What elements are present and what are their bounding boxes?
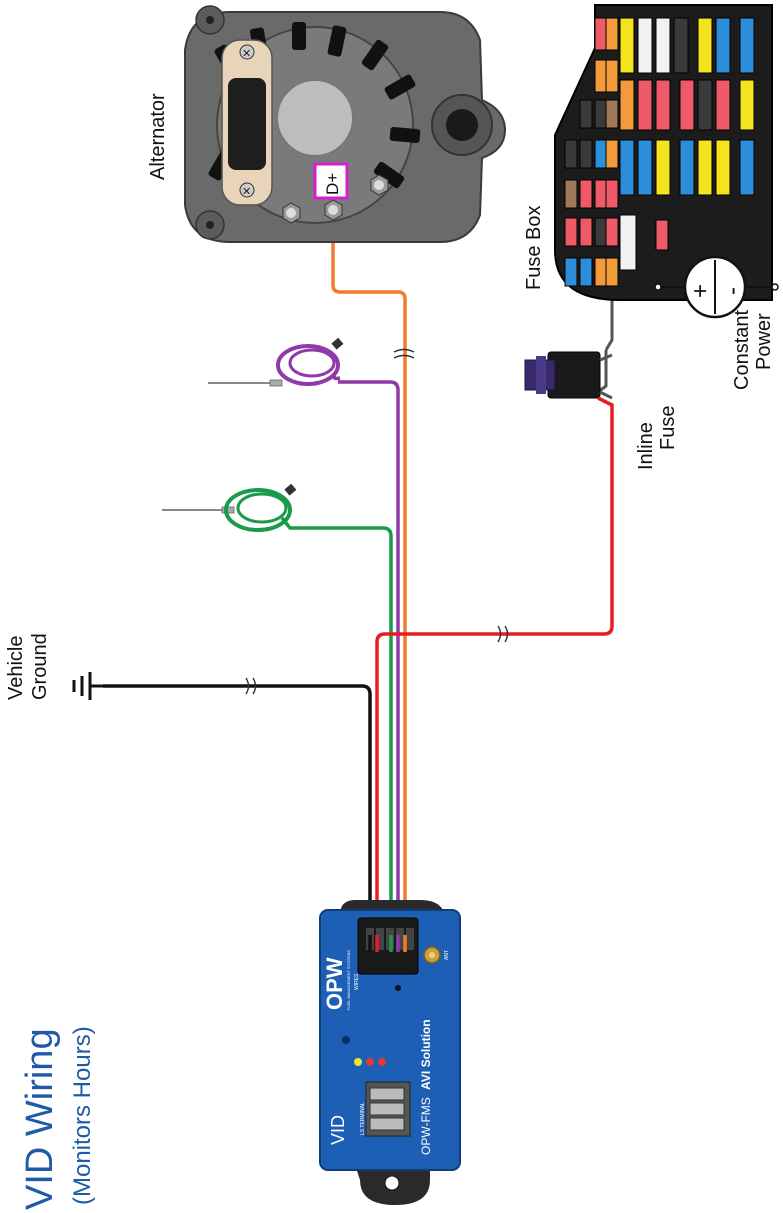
inline-fuse-label-1: Inline (635, 422, 657, 470)
minus-sign-wrap: - (719, 287, 746, 295)
orange-wire (331, 222, 407, 940)
d-plus-label-wrap: D+ (323, 173, 342, 195)
fuse-box-label: Fuse Box (523, 206, 545, 290)
connector-wire-ends (368, 935, 407, 952)
constant-power-label-1: Constant (731, 310, 753, 390)
opw-brand-sub: FUEL MANAGEMENT SYSTEMS (346, 950, 351, 1010)
ant-label: ANT (444, 950, 450, 960)
vid-model-wrap: VID (328, 1115, 348, 1145)
break-mark-red (497, 625, 509, 643)
connector-label-wrap: WIRES (354, 973, 360, 990)
constant-power-symbol (654, 255, 779, 319)
plus-sign-wrap: + (687, 284, 714, 298)
title-main: VID Wiring (19, 1028, 61, 1210)
gray-fuse-lead (604, 290, 614, 351)
terminal-label-wrap: LS TERMINAL (360, 1102, 366, 1135)
green-wire (280, 516, 393, 940)
ground-symbol (72, 672, 103, 700)
purple-wire (332, 374, 400, 940)
inline-fuse-label-2-wrap: Fuse (657, 406, 679, 450)
opw-brand: OPW (322, 957, 347, 1010)
title-sub: (Monitors Hours) (69, 1026, 96, 1205)
black-wire (103, 684, 372, 940)
diagram-title: VID Wiring (19, 1028, 61, 1210)
terminal-label: LS TERMINAL (360, 1102, 366, 1135)
alternator-label-wrap: Alternator (147, 93, 169, 180)
constant-power-label-1-wrap: Constant (731, 310, 753, 390)
vehicle-ground-label-1-wrap: Vehicle (5, 636, 27, 701)
connector-label: WIRES (354, 973, 360, 990)
constant-power-label-2: Power (753, 313, 775, 370)
fuse-box (554, 4, 773, 301)
alternator: ✕ ✕ D+ (184, 5, 507, 243)
fuse-grid (564, 17, 755, 287)
product-line-text: OPW-FMS AVI Solution (419, 1019, 433, 1155)
constant-power-label-2-wrap: Power (753, 313, 775, 370)
vehicle-ground-label-2-wrap: Ground (29, 633, 51, 700)
vid-model: VID (328, 1115, 348, 1145)
temp-probe-green (162, 483, 297, 532)
status-leds (354, 1058, 386, 1066)
red-wire (375, 470, 614, 940)
vid-device (319, 900, 461, 1205)
gray-fuse-lead-2 (597, 350, 608, 394)
product-line-name: AVI Solution (419, 1019, 433, 1089)
alternator-studs (282, 174, 389, 224)
diagram-subtitle: (Monitors Hours) (69, 1026, 96, 1205)
svg-text:✕: ✕ (242, 47, 251, 60)
wire-break-marks (245, 348, 509, 695)
inline-fuse (524, 351, 614, 470)
product-line-prefix: OPW-FMS (419, 1097, 433, 1155)
fuse-box-label-wrap: Fuse Box (523, 206, 545, 290)
ant-label-wrap: ANT (444, 950, 450, 960)
plus-sign: + (687, 284, 714, 298)
d-plus-label: D+ (323, 173, 342, 195)
opw-brand-sub-wrap: FUEL MANAGEMENT SYSTEMS (346, 950, 351, 1010)
temp-probe-purple (208, 337, 344, 387)
d-plus-terminal (313, 162, 349, 200)
alternator-label: Alternator (147, 93, 169, 180)
inline-fuse-label-1-wrap: Inline (635, 422, 657, 470)
vehicle-ground-label-2: Ground (29, 633, 51, 700)
wires (103, 222, 614, 940)
svg-text:✕: ✕ (242, 185, 251, 198)
opw-brand-wrap: OPW (322, 957, 347, 1010)
vehicle-ground-label-1: Vehicle (5, 636, 27, 701)
minus-sign: - (719, 287, 746, 295)
product-line-wrap: OPW-FMS AVI Solution (419, 1019, 433, 1155)
break-mark-orange (393, 348, 415, 359)
terminal-screws (369, 1087, 405, 1131)
inline-fuse-label-2: Fuse (657, 406, 679, 450)
break-mark-black (245, 677, 257, 695)
